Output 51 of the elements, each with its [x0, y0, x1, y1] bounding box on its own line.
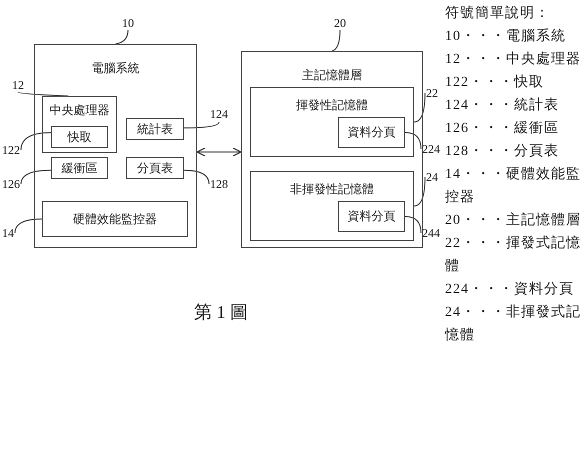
callout-number: 128 [210, 177, 228, 191]
memory-box [250, 171, 414, 241]
system-box [34, 44, 197, 248]
buffer-box: 緩衝區 [51, 157, 108, 179]
callout-number: 124 [210, 107, 228, 121]
table-box: 統計表 [126, 118, 184, 140]
callout-number: 20 [334, 16, 346, 30]
callout-number: 14 [2, 226, 14, 240]
legend-heading: 符號簡單說明： [445, 4, 550, 23]
box-title: 揮發性記憶體 [296, 97, 368, 114]
leader-line [414, 92, 426, 122]
legend-entry: 10・・・電腦系統 [445, 27, 566, 46]
leader-line [18, 92, 69, 96]
memory-box [241, 51, 423, 248]
box-title: 非揮發性記憶體 [290, 181, 374, 198]
legend-entry: 24・・・非揮發式記憶體 [445, 304, 582, 345]
leader-line [184, 170, 210, 184]
callout-number: 24 [426, 170, 438, 184]
leader-line [115, 30, 128, 44]
table-box: 分頁表 [126, 157, 184, 179]
box-title: 主記憶體層 [302, 67, 362, 84]
legend-entry: 22・・・揮發式記憶體 [445, 234, 582, 276]
processor-box [42, 96, 117, 153]
leader-line [184, 122, 220, 128]
page-box: 資料分頁 [338, 201, 405, 232]
callout-number: 126 [2, 177, 20, 191]
page-box: 資料分頁 [338, 117, 405, 148]
figure-caption: 第 1 圖 [194, 301, 248, 324]
leader-line [414, 176, 426, 206]
monitor-box: 硬體效能監控器 [42, 201, 188, 237]
legend-entry: 126・・・緩衝區 [445, 120, 559, 138]
leader-line [20, 132, 52, 150]
box-title: 中央處理器 [50, 102, 110, 119]
legend-entry: 224・・・資料分頁 [445, 280, 574, 299]
legend-entry: 122・・・快取 [445, 74, 544, 92]
legend-entry: 14・・・硬體效能監控器 [445, 166, 582, 207]
callout-number: 122 [2, 143, 20, 157]
leader-line [14, 218, 42, 234]
callout-number: 12 [12, 78, 24, 92]
cache-box: 快取 [51, 126, 108, 148]
box-title: 電腦系統 [92, 60, 140, 77]
legend-entry: 20・・・主記憶體層 [445, 211, 581, 230]
legend-entry: 124・・・統計表 [445, 96, 559, 115]
callout-number: 10 [122, 16, 134, 30]
callout-number: 22 [426, 86, 438, 100]
arrow [196, 147, 242, 157]
legend-entry: 12・・・中央處理器 [445, 50, 581, 69]
leader-line [332, 30, 340, 52]
leader-line [20, 170, 52, 184]
memory-box [250, 87, 414, 157]
legend-entry: 128・・・分頁表 [445, 142, 559, 161]
